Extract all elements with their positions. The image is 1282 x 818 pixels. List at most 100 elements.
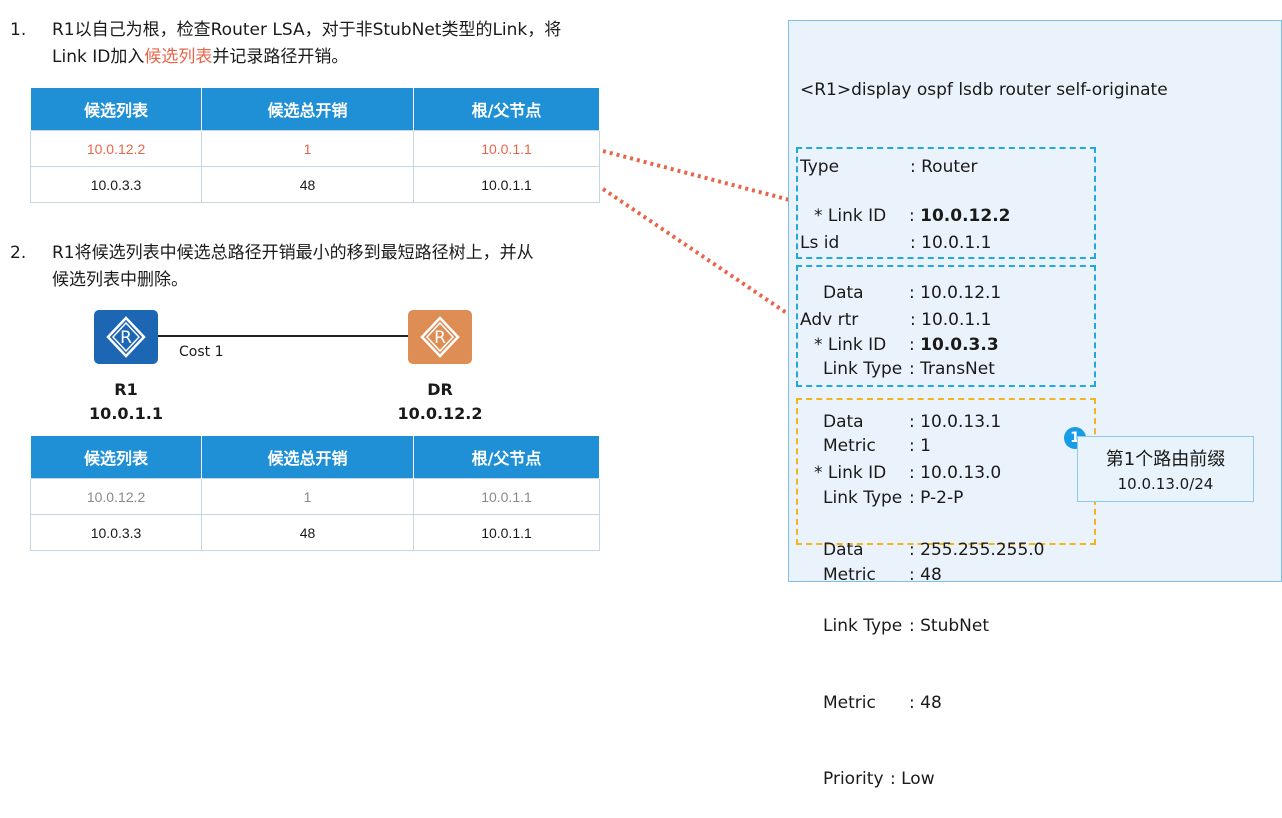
cli-header: <R1>display ospf lsdb router self-origin… [800,27,1168,359]
cli-val: : [909,335,921,355]
table-row: 10.0.12.2 1 10.0.1.1 [29,478,600,515]
cli-key: Adv rtr [800,309,859,330]
step2-text: R1将候选列表中候选总路径开销最小的移到最短路径树上，并从 候选列表中删除。 [52,240,534,294]
connector-line-1 [602,149,791,202]
cli-val: : 255.255.255.0 [909,539,1045,560]
connector-line-2 [601,187,802,324]
router-dr-label: DR 10.0.12.2 [390,378,490,426]
step1-text: R1以自己为根，检查Router LSA，对于非StubNet类型的Link，将… [52,17,561,71]
cli-row: Link Type : P-2-P [814,486,1001,512]
step1-number: 1. [10,20,27,40]
table-row: 10.0.3.3 48 10.0.1.1 [29,514,600,551]
cli-key: Data [823,411,864,432]
cli-command: <R1>display ospf lsdb router self-origin… [800,80,1168,100]
svg-text:R: R [120,328,132,348]
cli-row: Type : Router [800,155,1168,181]
cli-row: Metric : 48 [814,691,1045,717]
cli-row: Data : 255.255.255.0 [814,538,1045,564]
r1-ip: 10.0.1.1 [89,404,163,423]
router-r1-icon: R [94,310,158,364]
table-cell: 10.0.12.2 [29,130,203,167]
cli-val: : 48 [909,692,942,713]
connector-lines [601,149,802,324]
link-box-transnet [796,147,1096,259]
step1-line2-post: 并记录路径开销。 [212,47,349,67]
col-parent-node: 根/父节点 [413,87,600,131]
cli-key: * Link ID [814,335,887,355]
callout-prefix: 10.0.13.0/24 [1117,475,1214,493]
cli-row: * Link ID: 10.0.3.3 [814,333,1001,359]
col-candidate-list: 候选列表 [29,435,203,479]
router-r1-label: R1 10.0.1.1 [76,378,176,426]
col-parent-node: 根/父节点 [413,435,600,479]
step2-line2: 候选列表中删除。 [52,270,188,290]
step1-line1: R1以自己为根，检查Router LSA，对于非StubNet类型的Link，将 [52,20,562,40]
route-prefix-callout: 第1个路由前缀 10.0.13.0/24 [1077,436,1254,502]
table-row: 10.0.3.3 48 10.0.1.1 [29,166,600,203]
step1-line2-pre: Link ID加入 [52,47,145,67]
col-candidate-list: 候选列表 [29,87,203,131]
step2-line1: R1将候选列表中候选总路径开销最小的移到最短路径树上，并从 [52,243,534,263]
table-header-row: 候选列表 候选总开销 根/父节点 [29,87,600,131]
cli-val: : P-2-P [909,488,964,508]
table-row: 10.0.12.2 1 10.0.1.1 [29,130,600,167]
link3-details: * Link ID: 10.0.13.0 Data : 255.255.255.0… [814,410,1045,818]
cli-val: : Router [910,156,978,177]
cli-row: Link Type : TransNet [814,357,1011,383]
table-cell: 1 [201,478,414,515]
step1-line2: Link ID加入候选列表并记录路径开销。 [52,44,561,71]
candidate-table-1: 候选列表 候选总开销 根/父节点 10.0.12.2 1 10.0.1.1 10… [29,87,600,203]
col-total-cost: 候选总开销 [201,435,414,479]
cli-row: Data : 10.0.12.1 [814,281,1011,307]
dr-name: DR [427,380,453,399]
svg-text:R: R [434,328,446,348]
link1-details: * Link ID: 10.0.12.2 Data : 10.0.12.1 Lin… [814,153,1011,485]
cli-row: * Link ID: 10.0.13.0 [814,461,1045,487]
cli-row: Data : 10.0.13.1 [814,410,1001,436]
table-cell: 10.0.12.2 [29,478,203,515]
link-cost-label: Cost 1 [179,344,224,360]
table-cell: 10.0.1.1 [413,166,600,203]
cli-key: Link Type [823,616,903,636]
cli-val: : 10.0.1.1 [910,309,992,330]
table-cell: 10.0.3.3 [29,166,203,203]
cli-val: : TransNet [909,359,995,379]
table-cell: 48 [201,514,414,551]
cli-key: Metric [823,435,876,456]
table-cell: 10.0.1.1 [413,514,600,551]
cli-key: Link Type [823,488,903,508]
link-line [158,335,410,337]
router-dr-icon: R [408,310,472,364]
cli-row: Priority : Low [814,767,1045,793]
cli-key: Ls id [800,233,840,253]
col-total-cost: 候选总开销 [201,87,414,131]
table-cell: 10.0.3.3 [29,514,203,551]
cli-val: : 10.0.13.1 [909,411,1002,432]
table-header-row: 候选列表 候选总开销 根/父节点 [29,435,600,479]
cli-val: : 10.0.1.1 [910,233,992,253]
table-cell: 48 [201,166,414,203]
cli-key: Priority [823,769,884,789]
cli-val: : Low [890,769,935,789]
callout-title: 第1个路由前缀 [1105,449,1226,470]
link1-id: 10.0.12.2 [920,206,1011,226]
cli-key: Link Type [823,359,903,379]
table-cell: 10.0.1.1 [413,478,600,515]
r1-name: R1 [114,380,138,399]
cli-row: Metric : 1 [814,434,1011,460]
candidate-table-2: 候选列表 候选总开销 根/父节点 10.0.12.2 1 10.0.1.1 10… [29,435,600,551]
cli-val: : StubNet [909,616,989,636]
cli-key: Data [823,282,864,303]
cli-val: : 10.0.12.1 [909,282,1002,303]
cli-val: : 1 [909,435,931,456]
step1-highlight: 候选列表 [144,47,213,67]
cli-key: Type [800,156,840,177]
link2-id: 10.0.3.3 [920,335,999,355]
link-box-p2p [796,265,1096,387]
cli-row: Adv rtr : 10.0.1.1 [800,308,1168,334]
cli-key: Data [823,539,864,560]
cli-key: * Link ID [814,463,887,483]
cli-key: Metric [823,692,876,713]
dr-ip: 10.0.12.2 [397,404,483,423]
cli-key: * Link ID [814,206,887,226]
